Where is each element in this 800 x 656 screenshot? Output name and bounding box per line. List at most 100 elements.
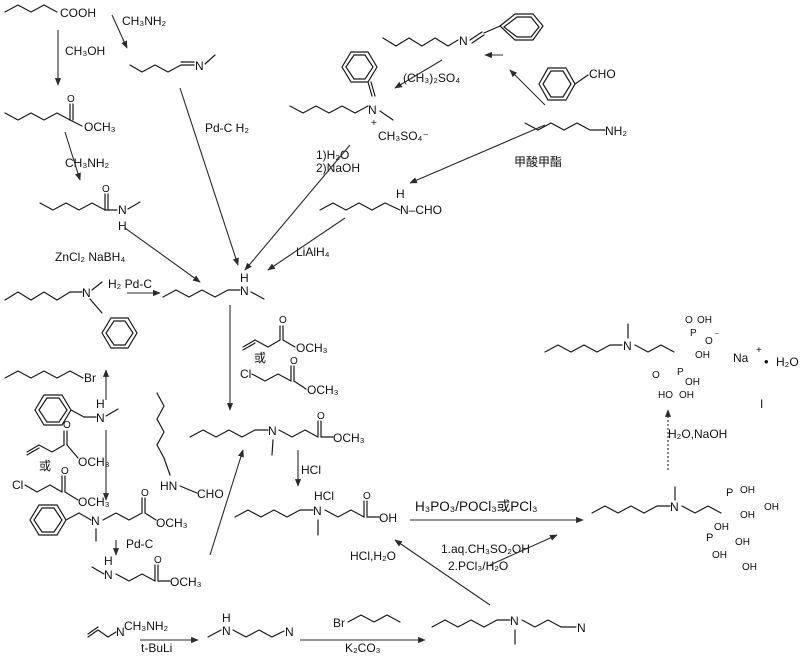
chloro-b-och3: OCH₃ (78, 495, 110, 509)
scheme-mark: O (685, 315, 693, 326)
scheme-mark (483, 25, 501, 34)
acrylate-b-or: 或 (39, 459, 51, 473)
scheme-mark (189, 429, 269, 438)
final-na: Na (733, 351, 749, 365)
scheme-mark (271, 439, 274, 456)
sec-ester-och3: OCH₃ (170, 575, 202, 589)
scheme-mark (574, 74, 589, 85)
chloro-b: Cl (12, 478, 23, 492)
benzaldehyde-cho: CHO (589, 67, 616, 81)
scheme-mark (87, 629, 117, 638)
valeric-acid: COOH (4, 4, 96, 20)
reagent-naoh: 2)NaOH (316, 161, 360, 175)
scheme-mark: N (577, 621, 586, 635)
scheme-mark: O (67, 94, 75, 105)
iminium-salt: N + CH₃SO₄⁻ (289, 51, 429, 143)
scheme-mark (4, 4, 58, 13)
reagent-main: H₃PO₃/POCl₃或PCl₃ (415, 499, 538, 514)
scheme-mark (471, 34, 485, 44)
reagent-alt-2: 2.PCl₃/H₂O (448, 559, 508, 573)
scheme-mark (156, 392, 171, 476)
scheme-mark (70, 409, 85, 418)
reagent-hcl: HCl (301, 463, 321, 477)
acid-oh: OH (379, 511, 397, 525)
scheme-mark: OH (697, 315, 712, 326)
scheme-mark: O (317, 411, 325, 422)
acrylate-b-och3: OCH₃ (78, 455, 110, 469)
tert-amine-n: N (82, 286, 91, 300)
sec-amine-n: N (240, 284, 249, 298)
scheme-mark: O (154, 555, 162, 566)
scheme-mark (91, 566, 105, 575)
methyl-aminopropanoate: N O OCH₃ (189, 411, 365, 456)
hncho-hn: HN (160, 479, 177, 493)
quat-n: N (368, 103, 377, 117)
scheme-mark (129, 64, 195, 73)
scheme-mark (681, 505, 722, 514)
scheme-mark (499, 13, 544, 41)
scheme-mark: O (705, 336, 713, 347)
ibandronate-sodium: N P O OH O ⁻ Na + • H₂O OH P O OH HO OH … (544, 315, 799, 411)
benzyl-methyl-pentylamine: N (4, 281, 138, 349)
scheme-mark (33, 507, 63, 533)
scheme-mark: OH (740, 485, 755, 496)
amide-h: H (118, 219, 127, 233)
arrow-amide-to-amine (124, 227, 201, 283)
scheme-mark: O (141, 488, 149, 499)
scheme-mark (242, 342, 256, 351)
scheme-mark (4, 370, 84, 379)
scheme-mark (65, 512, 80, 521)
scheme-mark (271, 630, 285, 638)
scheme-mark (232, 629, 273, 638)
scheme-mark (78, 512, 92, 521)
bis-n: N (670, 500, 679, 514)
scheme-mark (29, 504, 67, 536)
scheme-mark (179, 485, 198, 494)
acrylate-a-och3: OCH₃ (296, 341, 328, 355)
quat-plus: + (371, 118, 377, 129)
final-label: I (760, 397, 763, 411)
scheme-mark: OH (742, 562, 757, 573)
scheme-mark (207, 629, 222, 638)
methyl-valerate: O OCH₃ (4, 94, 116, 134)
scheme-mark (4, 112, 71, 121)
scheme-mark (101, 317, 138, 349)
benzyl-aminoester: N O OCH₃ (29, 488, 188, 542)
reagent-ch3oh: CH₃OH (65, 44, 105, 58)
reagent-hcl-h2o: HCl,H₂O (350, 549, 396, 563)
final-plus: + (756, 345, 762, 356)
bis-oh: OH (740, 510, 755, 521)
ch3nh2-2: CH₃NH₂ (124, 619, 169, 633)
sec-ester-n: N (104, 568, 113, 582)
scheme-mark (105, 408, 119, 417)
benzaldehyde: CHO (538, 67, 616, 101)
arrow-ester-to-amide (64, 131, 81, 181)
reagent-alt-1: 1.aq.CH₃SO₂OH (441, 542, 530, 556)
scheme-mark (293, 380, 307, 390)
acrylonitrile-n: N (116, 625, 125, 639)
amino-acid-hcl: N HCl O OH (234, 489, 397, 536)
scheme-mark (345, 54, 374, 80)
aminonitrile-n2: N (285, 625, 294, 639)
scheme-mark: OH (679, 390, 694, 401)
scheme-mark (162, 289, 241, 298)
formamide-h: H (396, 187, 405, 201)
scheme-mark: O (63, 420, 71, 431)
sec-ester-h: H (104, 554, 113, 568)
benzylamine-h: H (96, 397, 105, 411)
scheme-mark: ⁻ (714, 331, 719, 342)
scheme-mark (324, 509, 365, 518)
benzyl-ester-n: N (91, 514, 100, 528)
scheme-mark (370, 81, 376, 97)
scheme-mark: OH (695, 350, 710, 361)
arrow-secester-to-aminoester (209, 449, 244, 556)
scheme-mark (289, 105, 369, 114)
scheme-mark (234, 509, 314, 518)
scheme-mark: O (102, 184, 110, 195)
arrow-imine-to-amine (179, 87, 239, 266)
scheme-mark: OH (685, 377, 700, 388)
scheme-mark (4, 291, 83, 301)
n-methylpentylamine: N H (162, 271, 265, 300)
arrow-nitrile-to-bisphosphonic (489, 534, 558, 566)
